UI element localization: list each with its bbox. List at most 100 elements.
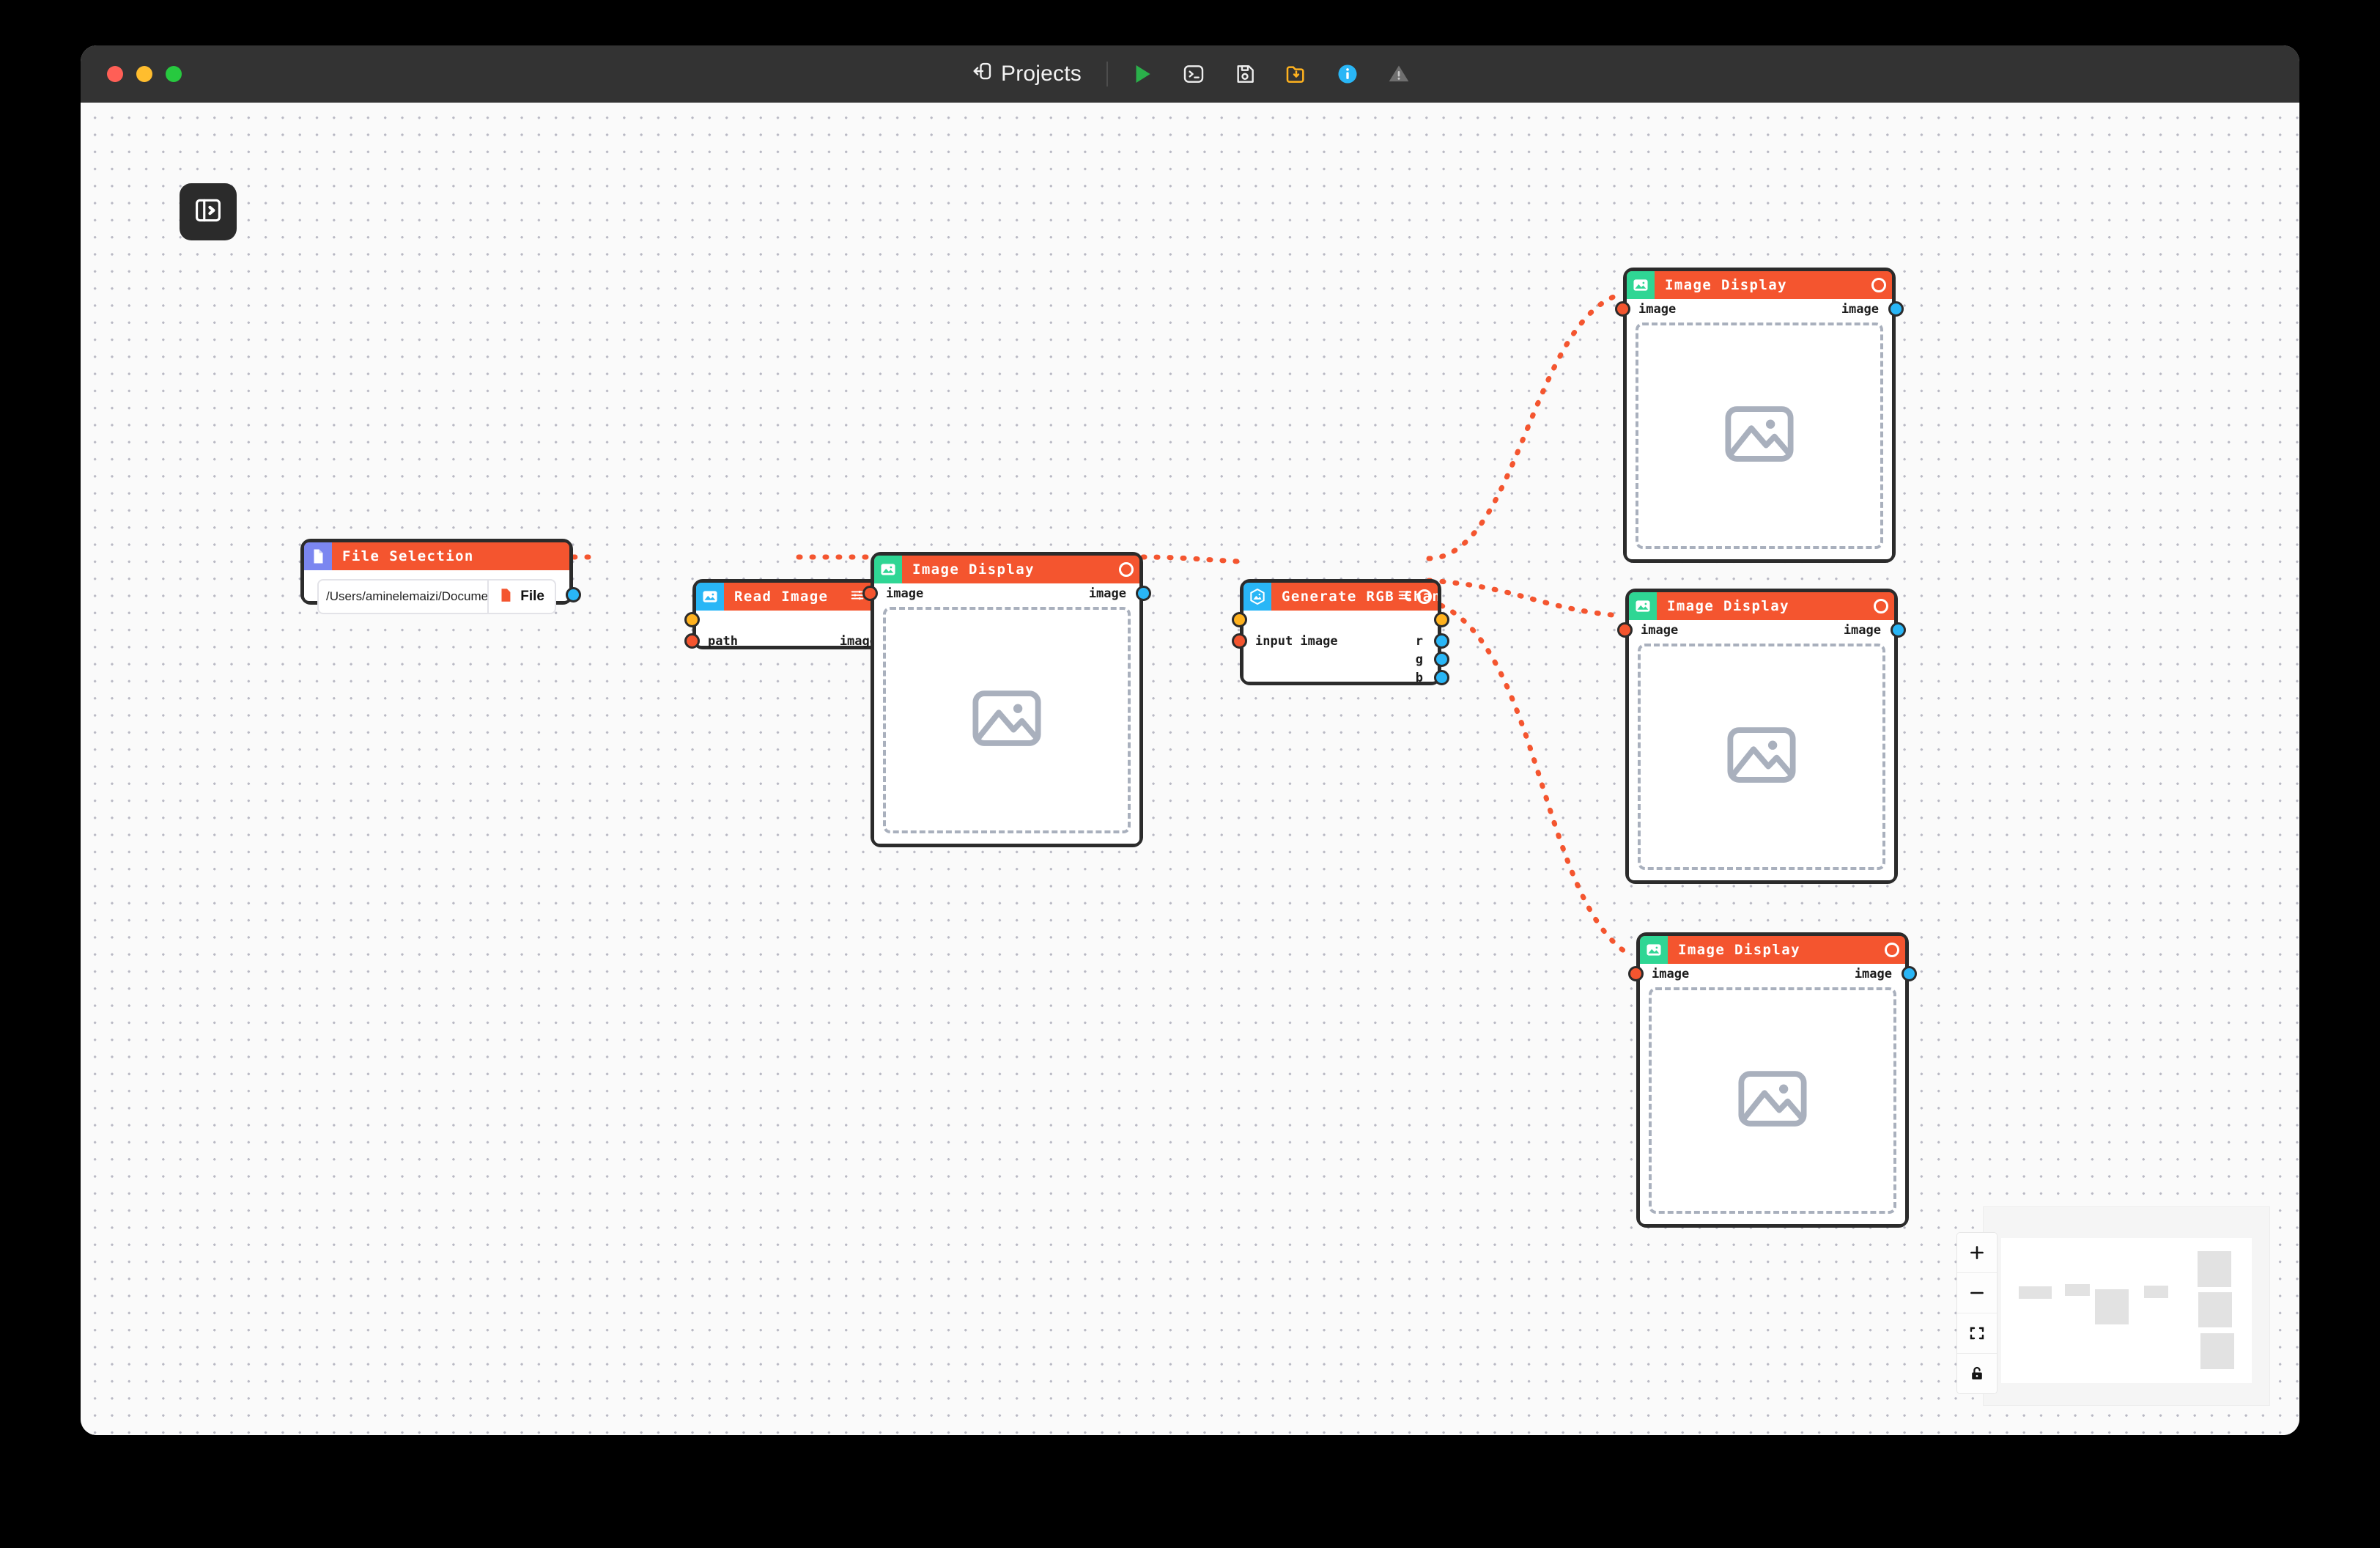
node-header[interactable]: Image Display — [1629, 592, 1894, 620]
zoom-out-button[interactable] — [1957, 1273, 1997, 1313]
file-doc-icon — [498, 587, 514, 607]
node-read-image[interactable]: Read Image — [684, 579, 902, 649]
image-icon — [874, 556, 902, 583]
minimap-node — [2200, 1333, 2234, 1369]
port-label-image-in: image — [1638, 302, 1677, 317]
node-image-display-g[interactable]: Image Display image image — [1617, 589, 1906, 884]
minimap[interactable] — [1983, 1206, 2270, 1406]
node-image-display-b[interactable]: Image Display image image — [1628, 932, 1917, 1228]
toolbar: Projects — [81, 45, 2299, 103]
node-image-display-r[interactable]: Image Display image image — [1615, 268, 1904, 563]
port-out-image[interactable] — [1136, 586, 1151, 601]
node-title: File Selection — [342, 548, 474, 564]
minimap-node — [2144, 1286, 2168, 1298]
minimap-node — [2095, 1289, 2129, 1324]
node-title: Image Display — [912, 561, 1035, 578]
close-window-button[interactable] — [107, 66, 123, 82]
collapse-node-button[interactable] — [1874, 599, 1888, 613]
port-label-image-out: image — [1843, 623, 1881, 638]
lock-button[interactable] — [1957, 1354, 1997, 1393]
minimap-node — [2198, 1251, 2231, 1287]
port-out-image[interactable] — [1888, 301, 1904, 317]
info-icon[interactable] — [1332, 59, 1363, 89]
node-header-actions — [1119, 556, 1134, 583]
node-header[interactable]: Image Display — [1627, 271, 1892, 299]
image-preview-area[interactable] — [1638, 644, 1885, 870]
image-preview-area[interactable] — [1636, 322, 1883, 549]
open-folder-icon[interactable] — [1281, 59, 1312, 89]
minimap-node — [2198, 1292, 2232, 1327]
port-in-path[interactable] — [684, 633, 700, 649]
minimap-node — [2065, 1284, 2090, 1296]
image-placeholder-icon — [1732, 1058, 1813, 1143]
port-label-input-image: input image — [1255, 634, 1338, 649]
minimize-window-button[interactable] — [136, 66, 152, 82]
port-in-input-image[interactable] — [1232, 633, 1247, 649]
port-label-image-in: image — [886, 586, 924, 601]
port-in-trigger[interactable] — [684, 612, 700, 627]
port-label-g: g — [1415, 652, 1423, 667]
terminal-icon[interactable] — [1178, 59, 1209, 89]
port-in-image[interactable] — [1628, 966, 1644, 981]
node-header[interactable]: Image Display — [874, 556, 1139, 583]
collapse-node-button[interactable] — [1119, 562, 1134, 577]
node-header-actions — [1397, 583, 1432, 611]
file-path-input[interactable]: /Users/aminelemaizi/Documents/_LAB/Co — [326, 589, 488, 603]
node-header[interactable]: Read Image — [696, 583, 890, 611]
port-out-r[interactable] — [1434, 633, 1449, 649]
port-in-trigger[interactable] — [1232, 612, 1247, 627]
collapse-node-button[interactable] — [1417, 589, 1432, 604]
node-header[interactable]: File Selection — [304, 542, 569, 570]
port-out-file[interactable] — [566, 587, 581, 602]
image-placeholder-icon — [1721, 715, 1802, 799]
node-image-display-main[interactable]: Image Display image image — [862, 552, 1151, 847]
collapse-node-button[interactable] — [1885, 943, 1899, 957]
port-label-image-in: image — [1652, 967, 1690, 981]
port-out-trigger[interactable] — [1434, 612, 1449, 627]
port-label-image-out: image — [1854, 967, 1892, 981]
projects-button[interactable]: Projects — [966, 57, 1087, 91]
settings-sliders-icon[interactable] — [849, 587, 865, 607]
warning-icon[interactable] — [1383, 59, 1414, 89]
port-out-image[interactable] — [1891, 622, 1906, 638]
image-placeholder-icon — [967, 678, 1047, 762]
graph-canvas[interactable]: File Selection /Users/aminelemaizi/Docum… — [81, 103, 2299, 1435]
collapse-node-button[interactable] — [1871, 278, 1886, 292]
zoom-in-button[interactable] — [1957, 1233, 1997, 1273]
port-label-image-out: image — [1841, 302, 1879, 317]
node-body: image image — [1617, 620, 1906, 880]
exit-projects-icon — [972, 60, 994, 88]
run-icon[interactable] — [1127, 59, 1158, 89]
node-body: path image — [684, 611, 902, 649]
sidebar-toggle-button[interactable] — [180, 183, 237, 240]
fit-view-button[interactable] — [1957, 1313, 1997, 1354]
port-in-image[interactable] — [862, 586, 878, 601]
port-out-g[interactable] — [1434, 652, 1449, 667]
maximize-window-button[interactable] — [166, 66, 182, 82]
save-icon[interactable] — [1230, 59, 1260, 89]
image-preview-area[interactable] — [1649, 987, 1896, 1214]
port-label-image-in: image — [1641, 623, 1679, 638]
file-browse-button[interactable]: File — [487, 580, 555, 613]
node-body: image image — [1615, 299, 1904, 559]
toolbar-divider — [1106, 62, 1108, 86]
node-header[interactable]: Generate RGB Channels — [1243, 583, 1438, 611]
port-label-b: b — [1415, 671, 1423, 685]
port-out-image[interactable] — [1902, 966, 1917, 981]
node-generate-rgb-channels[interactable]: Generate RGB Channels — [1232, 579, 1449, 685]
image-preview-area[interactable] — [883, 607, 1131, 833]
edge-rgb-g — [1426, 578, 1622, 619]
node-body: input image r g b — [1232, 611, 1449, 685]
node-file-selection[interactable]: File Selection /Users/aminelemaizi/Docum… — [300, 539, 581, 614]
port-in-image[interactable] — [1617, 622, 1633, 638]
node-title: Image Display — [1667, 598, 1789, 614]
node-header[interactable]: Image Display — [1640, 936, 1905, 964]
port-in-image[interactable] — [1615, 301, 1630, 317]
app-window: Projects — [81, 45, 2299, 1435]
settings-sliders-icon[interactable] — [1397, 587, 1413, 607]
port-out-b[interactable] — [1434, 670, 1449, 685]
minimap-viewport[interactable] — [2001, 1238, 2252, 1383]
edge-rgb-r — [1426, 292, 1622, 561]
edge-rgb-b — [1426, 598, 1630, 956]
file-picker[interactable]: /Users/aminelemaizi/Documents/_LAB/Co Fi… — [317, 579, 556, 614]
